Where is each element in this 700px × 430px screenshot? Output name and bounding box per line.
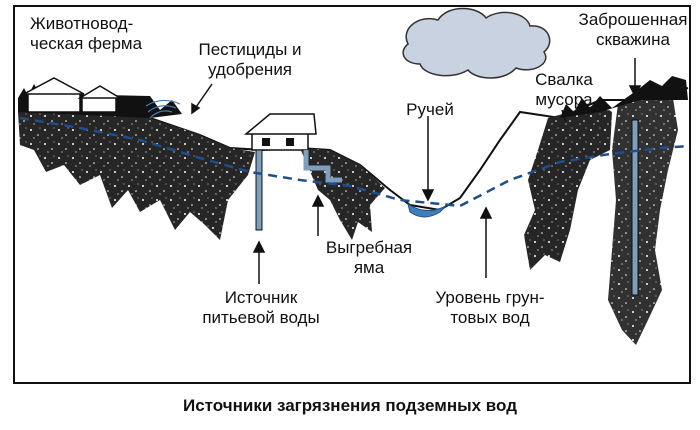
label-well: Заброшенная скважина xyxy=(574,10,692,50)
abandoned-well-pipe xyxy=(631,119,639,296)
label-pesticides-line2: удобрения xyxy=(207,60,293,79)
label-farm-line1: Животновод- xyxy=(30,14,134,33)
label-dump-line2: мусора xyxy=(535,90,593,109)
label-groundwater-line2: товых вод xyxy=(450,308,530,327)
house-icon xyxy=(243,113,317,151)
label-drinking-line1: Источник xyxy=(224,288,298,307)
label-groundwater-line1: Уровень грун- xyxy=(435,288,545,307)
diagram-caption: Источники загрязнения подземных вод xyxy=(183,396,517,415)
diagram-frame xyxy=(13,5,691,384)
cloud xyxy=(402,7,551,79)
drinking-well-pipe xyxy=(255,149,263,231)
vegetation-right xyxy=(560,76,688,118)
label-dump-line1: Свалка xyxy=(535,70,593,89)
label-dump: Свалка мусора xyxy=(522,70,606,110)
label-drinking-line2: питьевой воды xyxy=(202,308,320,327)
label-farm-line2: ческая ферма xyxy=(30,34,143,53)
arrow-dump xyxy=(561,109,567,123)
water-table-line xyxy=(19,116,691,208)
label-stream-line1: Ручей xyxy=(406,100,454,119)
soil-right xyxy=(524,104,612,270)
label-drinking: Источник питьевой воды xyxy=(196,288,326,328)
sprinkler-icon xyxy=(145,99,181,119)
soil-left xyxy=(18,110,255,240)
label-cesspit-line1: Выгребная xyxy=(325,238,413,257)
label-stream: Ручей xyxy=(398,100,462,120)
label-cesspit-line2: яма xyxy=(353,258,385,277)
label-well-line2: скважина xyxy=(596,30,670,49)
cesspit-pipe xyxy=(303,150,342,183)
label-groundwater: Уровень грун- товых вод xyxy=(420,288,560,328)
label-farm: Животновод- ческая ферма xyxy=(30,14,142,54)
label-pesticides-line1: Пестициды и xyxy=(198,40,302,59)
stream-water xyxy=(407,202,447,218)
arrow-pesticides xyxy=(193,83,213,111)
label-pesticides: Пестициды и удобрения xyxy=(190,40,310,80)
label-well-line1: Заброшенная xyxy=(578,10,688,29)
soil-well xyxy=(608,92,678,345)
soil-middle xyxy=(300,148,385,240)
farm-buildings xyxy=(23,77,123,113)
label-cesspit: Выгребная яма xyxy=(312,238,426,278)
